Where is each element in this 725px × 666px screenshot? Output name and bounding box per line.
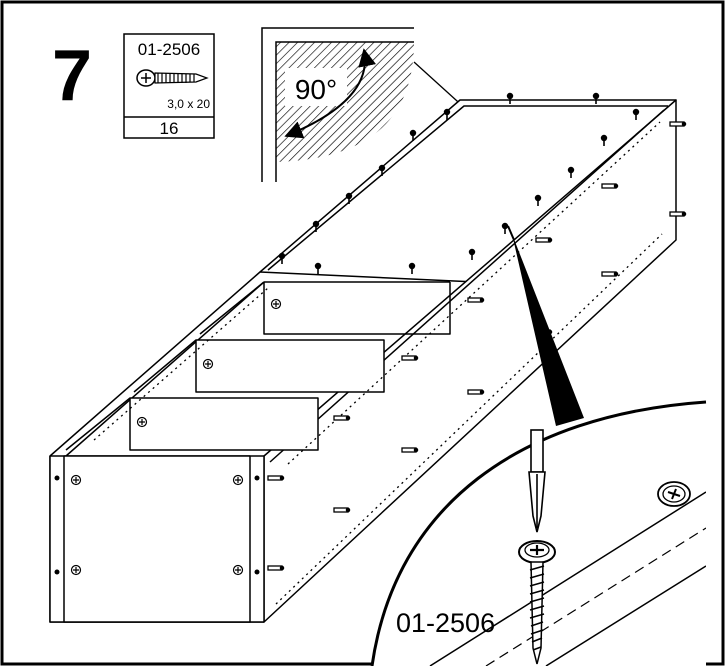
installed-screw-icon — [657, 481, 691, 507]
parts-box: 01-2506 3,0 x 20 16 — [123, 33, 215, 139]
cam-lock-markers — [70, 298, 282, 576]
parts-box-size: 3,0 x 20 — [167, 97, 210, 111]
cabinet-frame — [49, 99, 677, 623]
screw-detail-icon — [518, 540, 556, 665]
parts-box-code: 01-2506 — [138, 40, 200, 59]
parts-box-quantity: 16 — [160, 119, 179, 138]
screwdriver-icon — [528, 429, 546, 533]
screw-markers — [278, 92, 640, 274]
angle-label: 90° — [295, 74, 337, 105]
dowel-pegs — [267, 121, 687, 571]
zoom-detail: 01-2506 — [370, 400, 707, 666]
edge-holes — [54, 475, 260, 575]
angle-detail: 90° — [261, 27, 479, 182]
hole-guides — [93, 121, 663, 605]
zoom-pointer — [512, 234, 584, 426]
step-number: 7 — [52, 36, 92, 116]
zoom-part-code: 01-2506 — [396, 608, 495, 638]
screw-icon — [136, 69, 209, 87]
